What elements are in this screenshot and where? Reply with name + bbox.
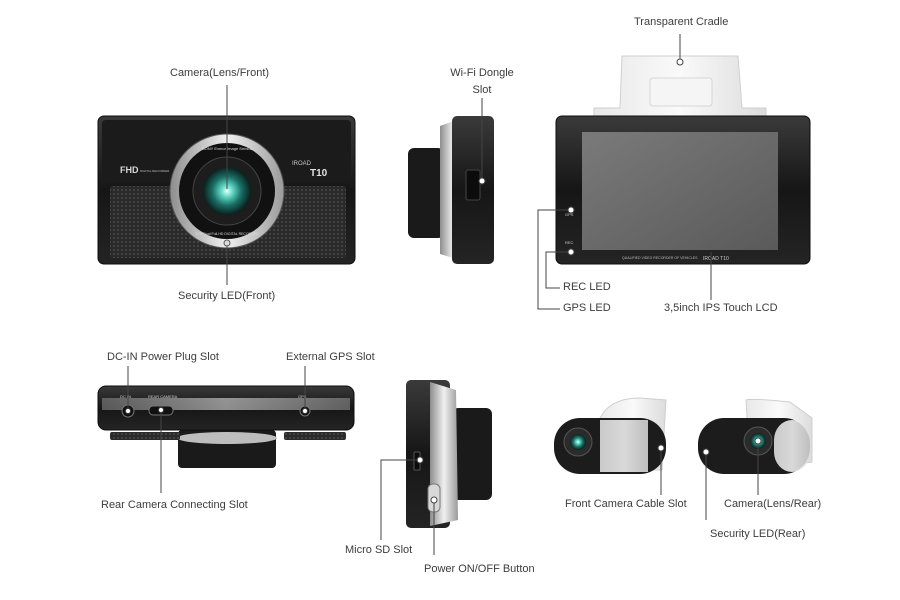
label-camera-rear: Camera(Lens/Rear) [724,498,822,510]
rear-view: QUALIFIED VIDEO RECORDER OF VEHICLES IRO… [537,34,811,310]
rec-led-dot [567,248,575,256]
top-view: DC IN REAR CAMERA GPS [97,366,355,493]
label-dc-in: DC-IN Power Plug Slot [107,351,219,363]
front-brand-mark: IROAD [292,161,312,167]
label-micro-sd: Micro SD Slot [345,544,413,556]
dc-in-dot [125,408,131,414]
front-lens-bottom-print: 2CH Dual Full-HD DIGITAL RECORDER [195,232,259,236]
label-transparent-cradle: Transparent Cradle [634,16,729,28]
wifi-slot-dot [478,177,486,185]
rear-cam1-lens [570,434,586,450]
side-view-sd [380,380,492,555]
camera-rear-dot [754,437,762,445]
top-rear-mark: REAR CAMERA [148,394,178,399]
label-rear-camera-slot: Rear Camera Connecting Slot [101,499,248,511]
security-led-front-dot [223,239,231,247]
rear-gps-mark: GPS [565,212,574,217]
power-button-dot [430,496,438,504]
label-security-led-rear: Security LED(Rear) [710,528,806,540]
label-external-gps: External GPS Slot [286,351,375,363]
wifi-slot [465,169,481,201]
rear-screen-brand: IROAD T10 [703,256,729,262]
label-rec-led: REC LED [563,281,611,293]
rear-camera-rear-view [698,398,813,520]
front-camera-cable-dot [657,444,665,452]
side-lens-housing [408,148,444,238]
front-fhd-sub: DIGITAL RECORDER [140,169,170,173]
front-fhd-mark: FHD [120,165,139,175]
label-ips-lcd: 3,5inch IPS Touch LCD [664,302,778,314]
front-view: FHD DIGITAL RECORDER IROAD T10 SONY Exmo… [97,85,356,285]
gps-led-dot [567,206,575,214]
label-front-camera-cable: Front Camera Cable Slot [565,498,687,510]
side-view-wifi [408,98,494,264]
label-wifi-line2: Slot [472,84,492,96]
rear-screen-caption: QUALIFIED VIDEO RECORDER OF VEHICLES [622,256,698,260]
cradle-dot [676,58,684,66]
label-gps-led: GPS LED [563,302,611,314]
rear-camera-port-dot [158,407,164,413]
top-gps-mark: GPS [298,394,307,399]
top-dc-mark: DC IN [120,394,131,399]
rear-screen [582,132,778,250]
external-gps-dot [302,408,308,414]
label-wifi-line1: Wi-Fi Dongle [450,67,514,79]
security-led-rear-dot [702,448,710,456]
rear-camera-front-view [554,397,667,495]
label-camera-front: Camera(Lens/Front) [170,67,270,79]
rear-rec-mark: REC [565,240,574,245]
label-power-button: Power ON/OFF Button [424,563,535,575]
front-lens-glass [203,167,251,215]
front-model-mark: T10 [310,168,328,179]
side2-lens-housing [452,408,492,500]
label-security-led-front: Security LED(Front) [178,290,276,302]
